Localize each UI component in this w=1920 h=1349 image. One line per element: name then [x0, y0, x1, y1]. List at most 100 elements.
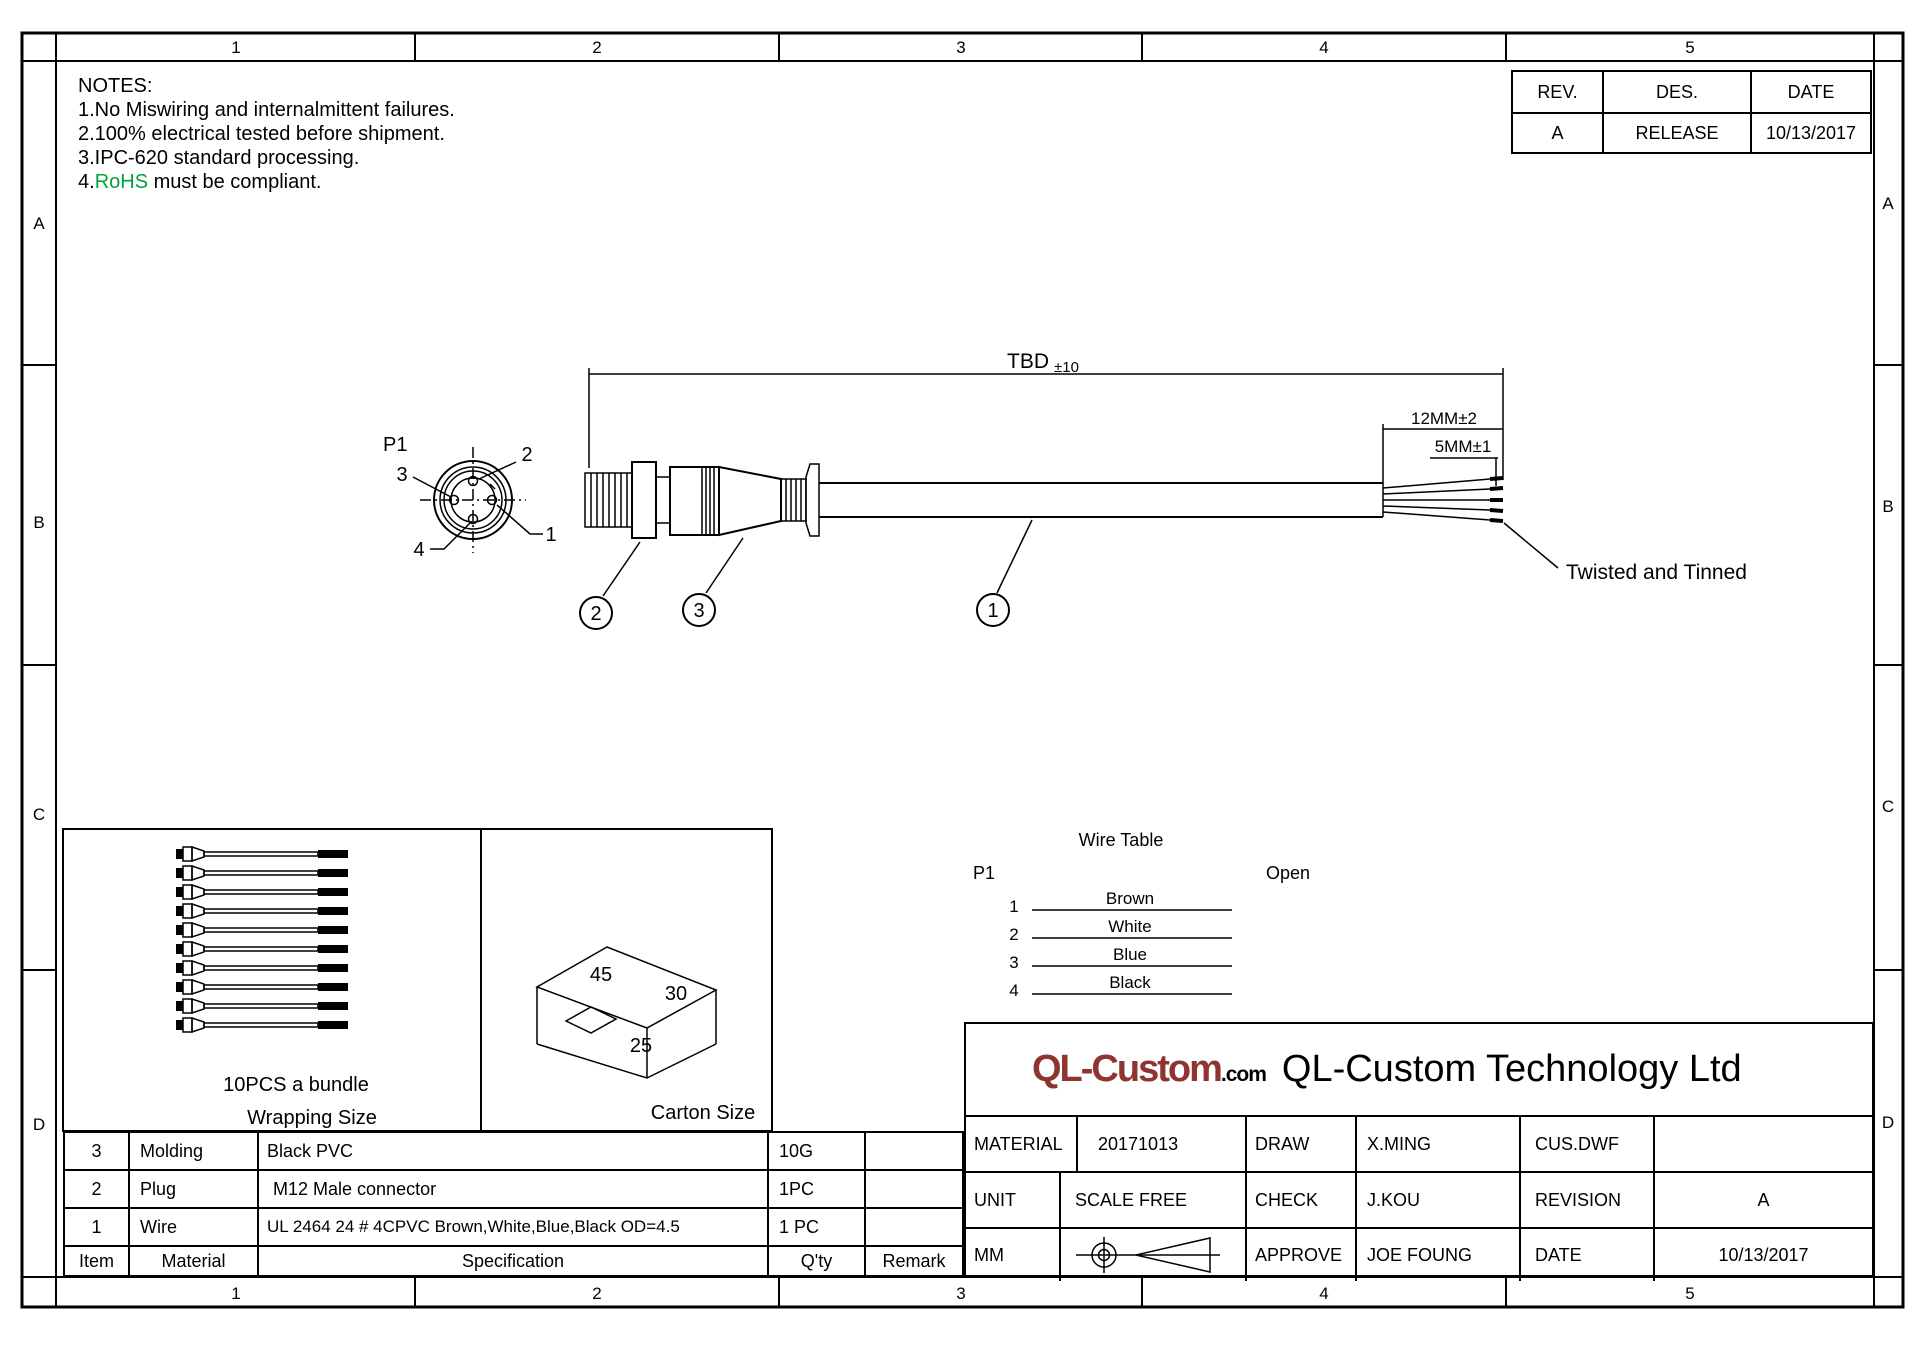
bundle-note: 10PCS a bundle: [223, 1074, 369, 1096]
title-block-row-2: UNIT SCALE FREE CHECK J.KOU REVISION A: [966, 1173, 1872, 1229]
title-block: QL-Custom.com QL-Custom Technology Ltd M…: [964, 1022, 1874, 1281]
bom-item: 1: [91, 1216, 102, 1237]
unit-value: MM: [974, 1244, 1004, 1265]
note4-prefix: 4.: [78, 171, 95, 193]
pin-label-1: 1: [545, 524, 556, 546]
revision-label: REVISION: [1519, 1173, 1653, 1227]
revision-table: REV. DES. DATE A RELEASE 10/13/2017: [1511, 70, 1872, 154]
zone-letter: A: [1882, 194, 1894, 213]
check-label: CHECK: [1245, 1173, 1355, 1227]
bom-header-spec: Specification: [257, 1247, 767, 1275]
date-header: DATE: [1750, 72, 1870, 112]
title-block-row-3: MM APPROVE JOE FOUNG DATE 10/13/2017: [966, 1229, 1872, 1281]
rohs-text: RoHS: [94, 171, 149, 193]
bom-qty: 1PC: [767, 1171, 864, 1207]
notes-title: NOTES:: [78, 75, 153, 97]
bom-row: 3 Molding Black PVC 10G: [65, 1133, 962, 1169]
bom-remark: [864, 1209, 962, 1245]
pin-label-2: 2: [521, 444, 532, 466]
wire-table-title: Wire Table: [1079, 830, 1164, 850]
des-value: RELEASE: [1602, 112, 1750, 152]
note-line: 1.No Miswiring and internalmittent failu…: [78, 99, 455, 121]
zone-numbers-bottom: 1 2 3 4 5: [231, 1284, 1694, 1303]
bom-material: Molding: [128, 1133, 257, 1169]
zone-number: 4: [1319, 38, 1328, 57]
wire-pin: 4: [1009, 981, 1018, 1000]
bom-table: 3 Molding Black PVC 10G 2 Plug M12 Male …: [63, 1131, 964, 1277]
bom-header-material: Material: [128, 1247, 257, 1275]
logo-text: QL-Custom: [1032, 1048, 1223, 1090]
notes-block: NOTES: 1.No Miswiring and internalmitten…: [78, 74, 455, 194]
approve-value: JOE FOUNG: [1355, 1229, 1519, 1281]
title-block-logo-row: QL-Custom.com QL-Custom Technology Ltd: [966, 1024, 1872, 1117]
sheet-border: [20, 31, 1905, 1309]
logo-tld: .com: [1220, 1063, 1267, 1086]
bom-header-item: Item: [78, 1250, 114, 1271]
cus-dwf-value: [1653, 1117, 1872, 1171]
cable: [819, 482, 1384, 518]
zone-number: 5: [1685, 1284, 1694, 1303]
bom-remark: [864, 1171, 962, 1207]
balloon-callout-3: 3: [682, 537, 744, 627]
dimension-strip-length: 12MM±2: [1382, 409, 1503, 484]
carton-illustration: [535, 946, 718, 1079]
revision-value: A: [1653, 1173, 1872, 1227]
pin-label-3: 3: [396, 464, 407, 486]
bom-header-remark: Remark: [864, 1247, 962, 1275]
material-label: MATERIAL: [974, 1133, 1063, 1154]
date-label: DATE: [1519, 1229, 1653, 1281]
check-value: J.KOU: [1355, 1173, 1519, 1227]
zone-letter: C: [33, 805, 45, 824]
dim-tbd-label: TBD: [1007, 350, 1049, 373]
zone-letters-right: A B C D: [1882, 194, 1894, 1132]
twisted-tinned-callout: Twisted and Tinned: [1503, 522, 1747, 584]
packaging-panel: 10PCS a bundle Wrapping Size 45 30 25 Ca…: [62, 828, 773, 1132]
bom-header-qty: Q'ty: [767, 1247, 864, 1275]
wire-color: Black: [1109, 973, 1151, 992]
material-value: 20171013: [1076, 1117, 1245, 1171]
carton-length: 45: [590, 964, 612, 986]
zone-letter: B: [33, 513, 44, 532]
des-header: DES.: [1602, 72, 1750, 112]
cus-dwf-label: CUS.DWF: [1519, 1117, 1653, 1171]
bom-row: 1 Wire UL 2464 24 # 4CPVC Brown,White,Bl…: [65, 1207, 962, 1245]
date-value: 10/13/2017: [1750, 112, 1870, 152]
bom-item: 2: [91, 1178, 102, 1199]
bom-row: 2 Plug M12 Male connector 1PC: [65, 1169, 962, 1207]
note4-suffix: must be compliant.: [148, 171, 322, 193]
company-name: QL-Custom Technology Ltd: [1281, 1048, 1742, 1090]
wire-table-p1: P1: [973, 863, 995, 883]
carton-size-label: Carton Size: [651, 1102, 756, 1124]
zone-letter: D: [33, 1115, 45, 1134]
draw-label: DRAW: [1245, 1117, 1355, 1171]
wire-color: Blue: [1113, 945, 1147, 964]
draw-value: X.MING: [1355, 1117, 1519, 1171]
wire-table-open: Open: [1266, 863, 1310, 883]
approve-label: APPROVE: [1245, 1229, 1355, 1281]
zone-number: 2: [592, 1284, 601, 1303]
wire-pin: 2: [1009, 925, 1018, 944]
wire-table: Wire Table P1 Open 1 2 3 4 Brown White B…: [973, 830, 1310, 1000]
zone-number: 1: [231, 38, 240, 57]
zone-letter: C: [1882, 797, 1894, 816]
zone-number: 4: [1319, 1284, 1328, 1303]
wire-color: Brown: [1106, 889, 1154, 908]
bom-remark: [864, 1133, 962, 1169]
date-value: 10/13/2017: [1653, 1229, 1872, 1281]
bom-header-row: Item Material Specification Q'ty Remark: [65, 1245, 962, 1275]
bom-qty: 1 PC: [767, 1209, 864, 1245]
twisted-tinned-label: Twisted and Tinned: [1566, 561, 1747, 584]
balloon-2-number: 2: [590, 603, 601, 625]
balloon-callout-2: 2: [579, 541, 641, 630]
pin-label-4: 4: [413, 539, 424, 561]
note-line: 3.IPC-620 standard processing.: [78, 147, 360, 169]
zone-letter: A: [33, 214, 45, 233]
zone-numbers-top: 1 2 3 4 5: [231, 38, 1694, 57]
cable-bundle-illustration: [175, 846, 349, 1033]
company-logo: QL-Custom.com: [1032, 1048, 1267, 1091]
bom-spec: Black PVC: [257, 1133, 767, 1169]
bom-item: 3: [91, 1140, 102, 1161]
wire-pin: 3: [1009, 953, 1018, 972]
balloon-3-number: 3: [693, 600, 704, 622]
